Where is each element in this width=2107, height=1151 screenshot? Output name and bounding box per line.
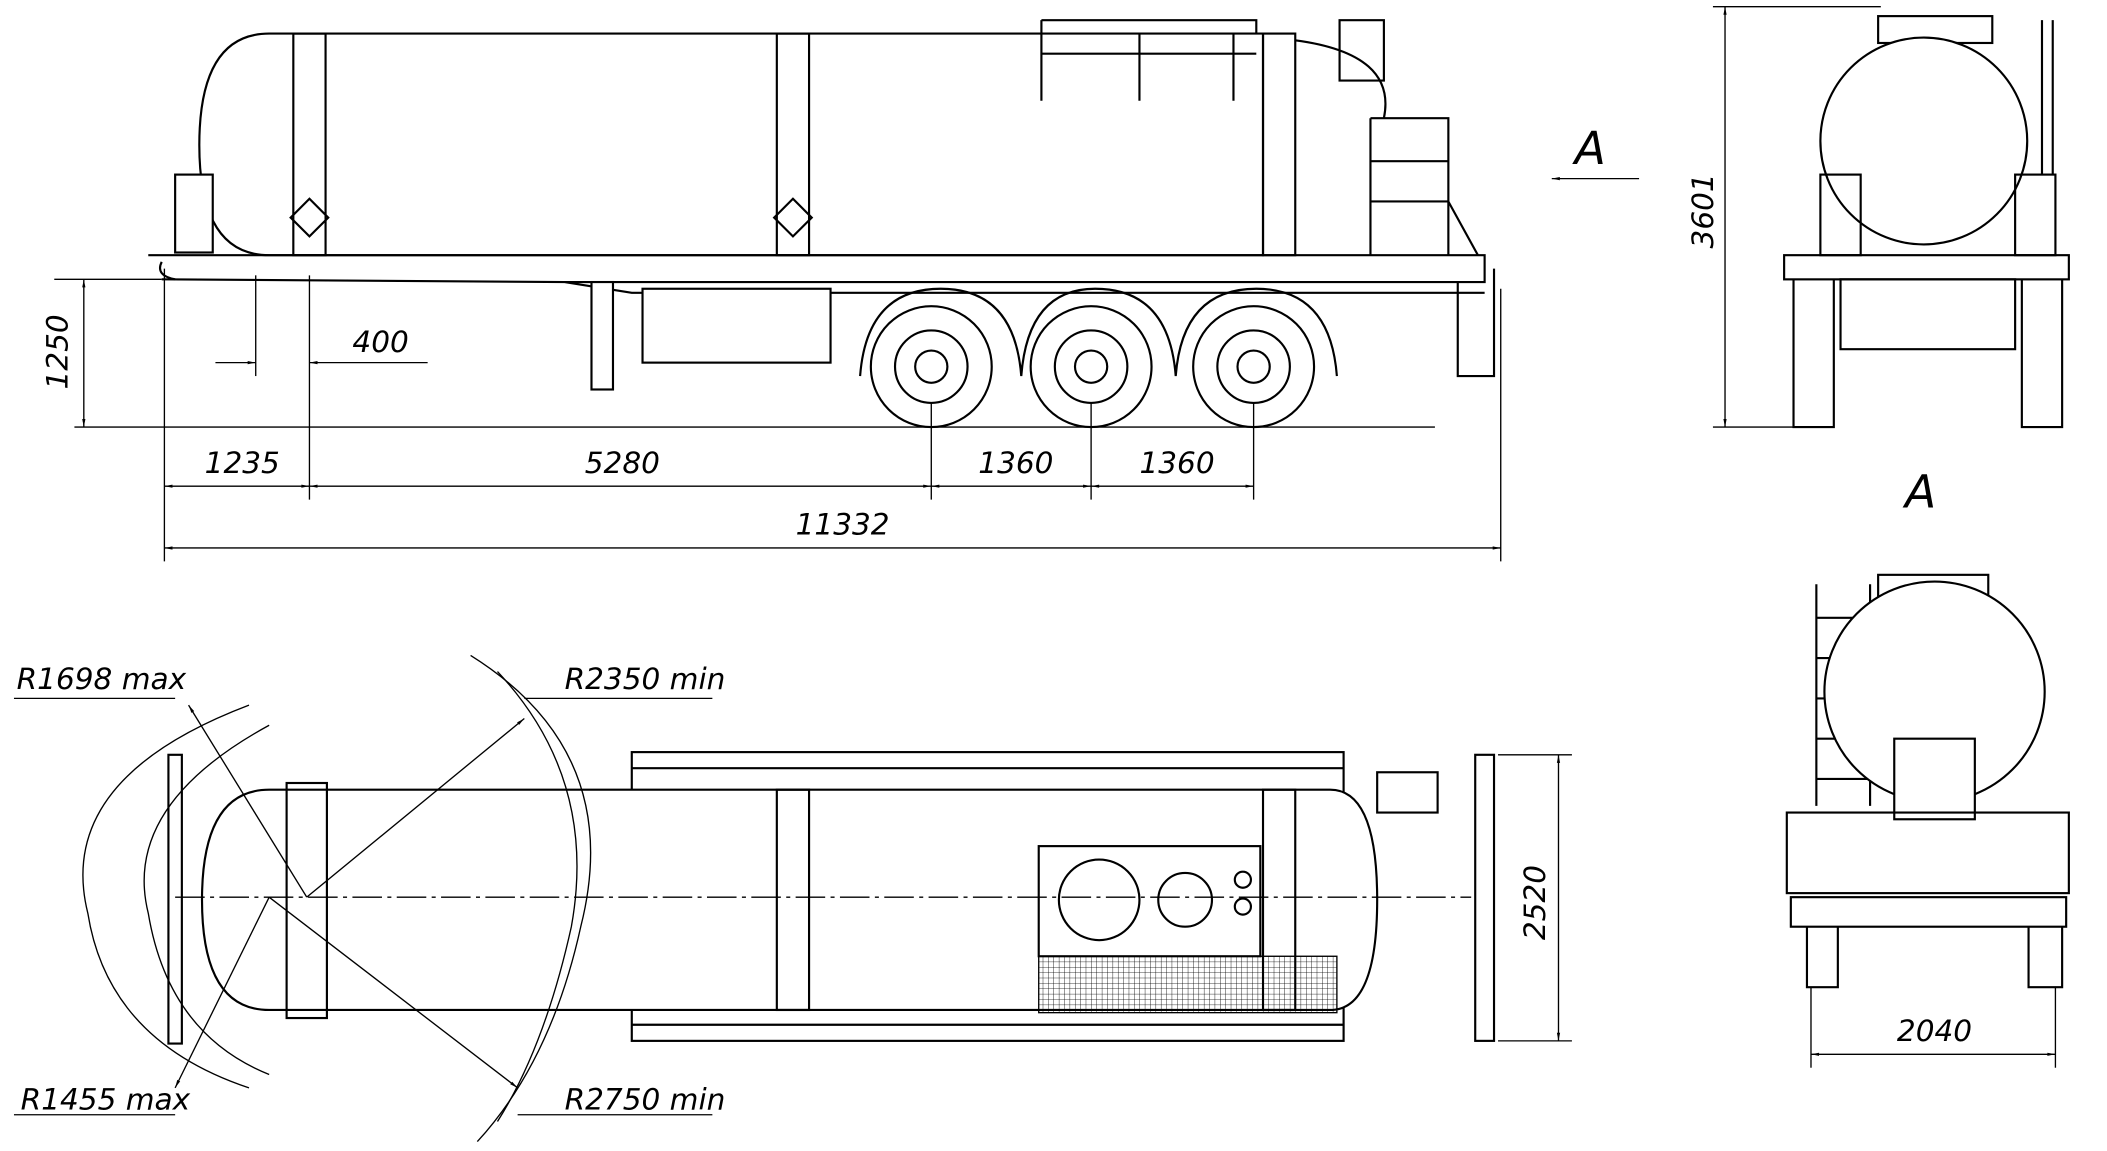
radius-label-4: R2750 min	[565, 1082, 726, 1116]
rear-view: A 2040	[1785, 466, 2070, 1068]
radius-label-1: R1698 max	[17, 662, 187, 696]
hazard-plate	[772, 197, 814, 238]
dim-kingpin-offset: 400	[352, 325, 408, 359]
rear-view-title: A	[1902, 466, 1936, 519]
front-gooseneck	[158, 261, 176, 281]
front-cabinet	[174, 173, 214, 254]
manhole	[1157, 871, 1214, 928]
dim-axle-spacing-1: 1360	[978, 446, 1053, 480]
dim-plan-width: 2520	[1518, 865, 1552, 940]
radius-label-3: R1455 max	[21, 1082, 191, 1116]
rear-cover	[1295, 39, 1479, 256]
dim-rear-width: 2040	[1897, 1014, 1972, 1048]
dim-axle-spacing-2: 1360	[1139, 446, 1214, 480]
hazard-plate	[289, 197, 330, 238]
manhole	[1057, 858, 1141, 942]
view-arrow-label: A	[1572, 122, 1606, 175]
plan-view: R1698 max R2350 min R1455 max R2750 min …	[13, 654, 1572, 1143]
rear-bumper	[1474, 753, 1496, 1042]
landing-gear	[590, 280, 615, 391]
rear-bumper	[1789, 896, 2068, 928]
rear-frame	[1456, 268, 1496, 378]
side-view: 1250 400 1235 5280 1360 1360 11332 A	[41, 19, 1640, 562]
top-rail	[1040, 19, 1258, 101]
tank-circle	[1819, 36, 2029, 246]
dim-coupling-height: 1250	[41, 314, 75, 389]
ladder	[1369, 117, 1450, 256]
toolbox	[641, 287, 832, 364]
front-view: 3601	[1686, 6, 2070, 429]
manhole	[1338, 19, 1385, 82]
dim-front-overhang: 1235	[205, 446, 280, 480]
front-frame	[1783, 254, 2070, 281]
front-cabinet	[167, 753, 183, 1045]
dim-overall-height: 3601	[1686, 173, 1720, 248]
fender	[859, 287, 1338, 377]
dim-overall-length: 11332	[796, 508, 890, 542]
tank-body	[198, 32, 1265, 257]
walkway-grating	[1038, 955, 1338, 1014]
chassis-frame	[148, 254, 1486, 294]
wheel	[1029, 305, 1153, 429]
wheel	[1192, 305, 1316, 429]
radius-label-2: R2350 min	[565, 662, 726, 696]
rear-frame	[1785, 811, 2070, 895]
tank-band	[1261, 32, 1297, 257]
top-platform	[1037, 845, 1262, 958]
dim-wheelbase: 5280	[585, 446, 660, 480]
